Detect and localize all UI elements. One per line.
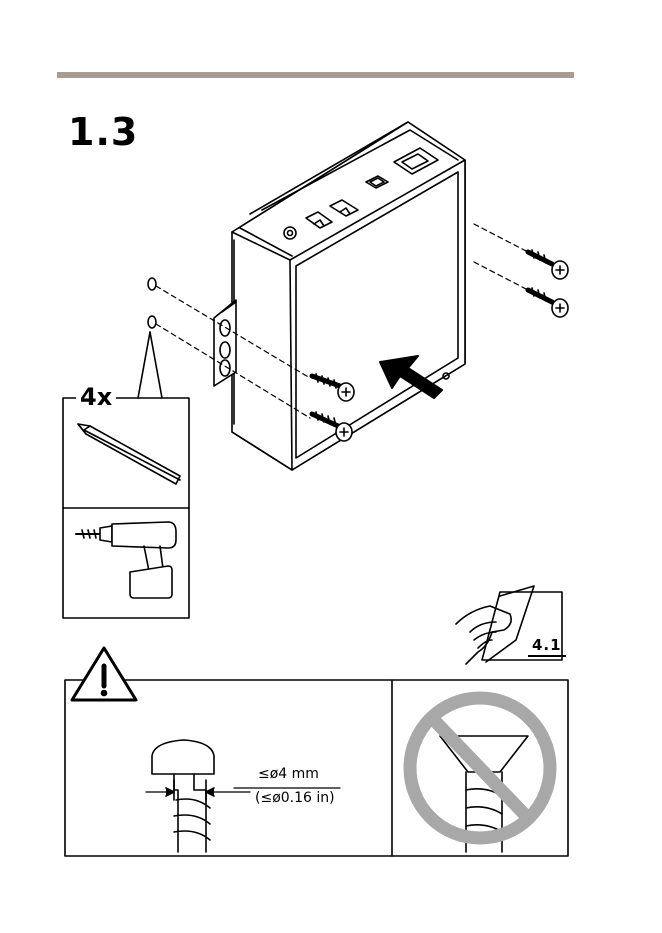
wall-plug [148,316,156,328]
screw-diameter-in: (≤ø0.16 in) [255,791,335,805]
pencil-icon [78,424,180,484]
tools-callout [63,332,189,618]
warning-section [65,648,568,856]
step-reference: 4.1 [528,638,566,657]
mounting-bracket [214,300,236,386]
quantity-label: 4x [76,385,116,409]
drill-icon [76,522,176,598]
countersunk-screw-prohibited [410,698,550,852]
screw-right-2 [528,288,568,317]
wall-plug [148,278,156,290]
device-housing [232,122,465,470]
screw-diameter-mm: ≤ø4 mm [258,767,319,781]
warning-icon [72,648,136,700]
screw-right-1 [528,250,568,279]
